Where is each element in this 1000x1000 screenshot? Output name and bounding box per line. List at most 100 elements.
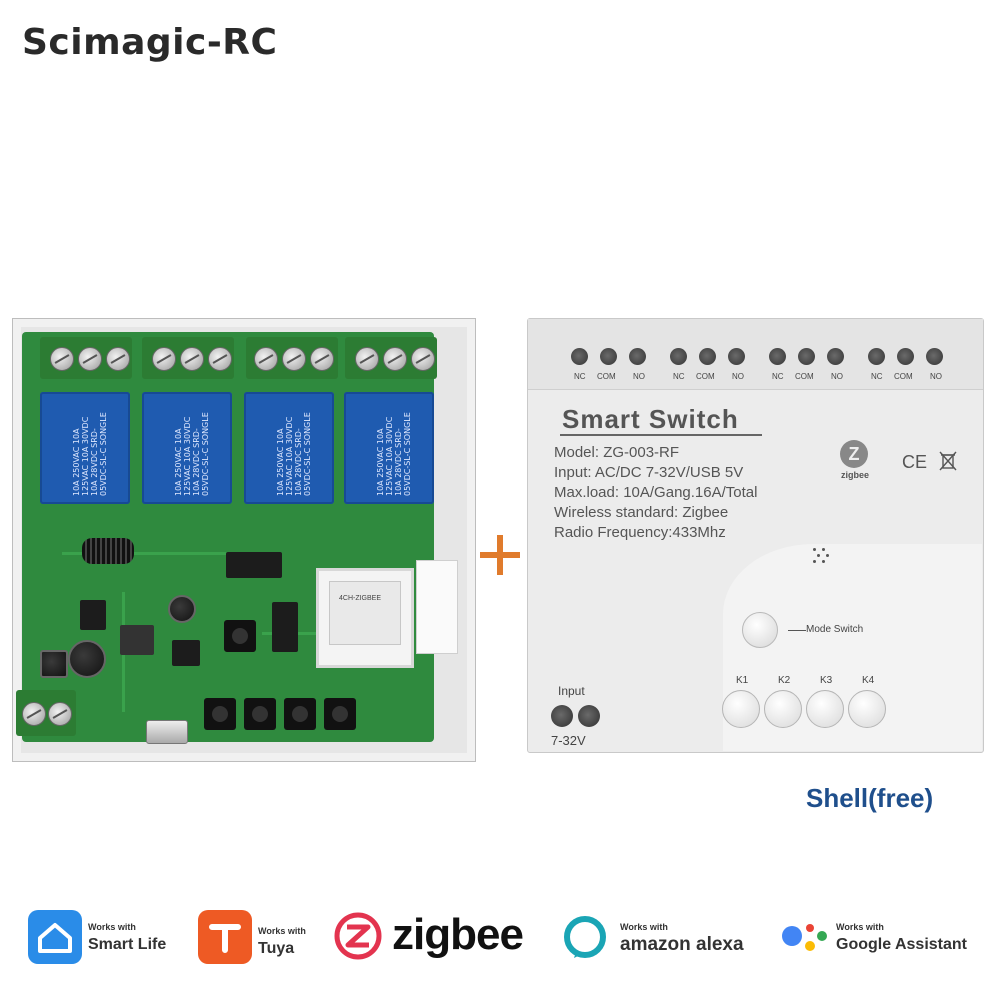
k2-button[interactable]: [764, 690, 802, 728]
screw-terminal: [106, 347, 130, 371]
badge-zigbee: [334, 910, 534, 974]
mode-switch-button[interactable]: [742, 612, 778, 648]
module-label: 4CH-ZIGBEE: [339, 595, 382, 602]
screw-terminal: [180, 347, 204, 371]
pcb-button-4: [324, 698, 356, 730]
voltage-label: 7-32V: [551, 733, 586, 748]
relay-4: 10A 250VAC 10A 125VAC 10A 30VDC 10A 28VD…: [344, 392, 434, 504]
k3-button[interactable]: [806, 690, 844, 728]
terminal-hole: [670, 348, 687, 365]
terminal-hole: [769, 348, 786, 365]
works-with-text: Works with: [620, 922, 668, 932]
screw-terminal: [78, 347, 102, 371]
title-underline: [560, 434, 762, 436]
key-label: K4: [862, 675, 875, 686]
tuya-t-icon: [198, 910, 252, 964]
relay-label: 10A 250VAC 10A 125VAC 10A 30VDC 10A 28VD…: [276, 412, 312, 496]
inductor: [120, 625, 154, 655]
screw-terminal: [411, 347, 435, 371]
pcb-button-3: [284, 698, 316, 730]
screw-terminal: [383, 347, 407, 371]
pin-label: NC: [772, 372, 784, 381]
terminal-hole: [897, 348, 914, 365]
works-with-text: Works with: [836, 922, 884, 932]
pcb-button-m: [224, 620, 256, 652]
amazon-alexa-text: amazon alexa: [620, 934, 744, 955]
alexa-ring-icon: [562, 914, 608, 960]
terminal-hole: [926, 348, 943, 365]
zigbee-z-icon: [334, 912, 382, 960]
works-with-text: Works with: [258, 926, 306, 936]
spec-model: Model: ZG-003-RF: [554, 444, 680, 461]
input-terminal-hole: [578, 705, 600, 727]
power-terminal: [16, 690, 76, 736]
key-label: K1: [736, 675, 749, 686]
screw-terminal: [254, 347, 278, 371]
badge-smart-life: Works with Smart Life: [28, 910, 178, 974]
terminal-hole: [571, 348, 588, 365]
pin-label: NO: [633, 372, 645, 381]
smart-life-text: Smart Life: [88, 936, 167, 953]
screw-terminal: [208, 347, 232, 371]
zigbee-certification-icon: Z zigbee: [832, 440, 878, 490]
mode-switch-label: Mode Switch: [806, 624, 864, 635]
spec-radio: Radio Frequency:433Mhz: [554, 524, 726, 541]
badge-tuya: Works with Tuya: [198, 910, 318, 974]
pin-label: NO: [732, 372, 744, 381]
zigbee-module: 4CH-ZIGBEE: [316, 568, 414, 668]
pcb-button-2: [244, 698, 276, 730]
relay-3: 10A 250VAC 10A 125VAC 10A 30VDC 10A 28VD…: [244, 392, 334, 504]
capacitor: [68, 640, 106, 678]
terminal-hole: [827, 348, 844, 365]
k1-button[interactable]: [722, 690, 760, 728]
pin-label: NC: [574, 372, 586, 381]
screw-terminal: [310, 347, 334, 371]
relay-label: 10A 250VAC 10A 125VAC 10A 30VDC 10A 28VD…: [72, 412, 108, 496]
pin-label: NC: [871, 372, 883, 381]
tuya-text: Tuya: [258, 940, 295, 957]
pin-label: NO: [930, 372, 942, 381]
key-label: K2: [778, 675, 791, 686]
terminal-hole: [798, 348, 815, 365]
plus-icon: [480, 535, 520, 575]
ic-chip: [226, 552, 282, 578]
relay-label: 10A 250VAC 10A 125VAC 10A 30VDC 10A 28VD…: [174, 412, 210, 496]
relay-1: 10A 250VAC 10A 125VAC 10A 30VDC 10A 28VD…: [40, 392, 130, 504]
enclosure-title: Smart Switch: [562, 404, 739, 434]
badge-amazon-alexa: Works with amazon alexa: [562, 910, 762, 974]
usb-port: [146, 720, 188, 744]
smart-life-house-icon: [28, 910, 82, 964]
pcb-button-1: [204, 698, 236, 730]
google-assistant-text: Google Assistant: [836, 936, 967, 953]
pin-label: COM: [696, 372, 715, 381]
spec-input: Input: AC/DC 7-32V/USB 5V: [554, 464, 744, 481]
badge-google-assistant: Works with Google Assistant: [780, 910, 980, 974]
k4-button[interactable]: [848, 690, 886, 728]
screw-terminal: [50, 347, 74, 371]
side-connector: [416, 560, 458, 654]
terminal-hole: [600, 348, 617, 365]
ic-chip: [80, 600, 106, 630]
works-with-text: Works with: [88, 922, 136, 932]
pin-label: COM: [597, 372, 616, 381]
regulator-chip: [172, 640, 200, 666]
screw-terminal: [282, 347, 306, 371]
zigbee-badge-text: zigbee: [840, 470, 869, 480]
screw-terminal: [152, 347, 176, 371]
ic-chip: [272, 602, 298, 652]
pin-label: NC: [673, 372, 685, 381]
capacitor: [40, 650, 68, 678]
mode-leader-line: [788, 630, 806, 631]
terminal-hole: [868, 348, 885, 365]
antenna-coil: [82, 538, 134, 564]
shell-free-label: Shell(free): [806, 783, 934, 813]
pin-label: NO: [831, 372, 843, 381]
pin-label: COM: [894, 372, 913, 381]
spec-max-load: Max.load: 10A/Gang.16A/Total: [554, 484, 758, 501]
input-label: Input: [558, 684, 585, 698]
relay-2: 10A 250VAC 10A 125VAC 10A 30VDC 10A 28VD…: [142, 392, 232, 504]
input-terminal-hole: [551, 705, 573, 727]
ce-mark: CE: [902, 452, 928, 472]
spec-wireless: Wireless standard: Zigbee: [554, 504, 729, 521]
brand-title: Scimagic-RC: [22, 22, 278, 63]
